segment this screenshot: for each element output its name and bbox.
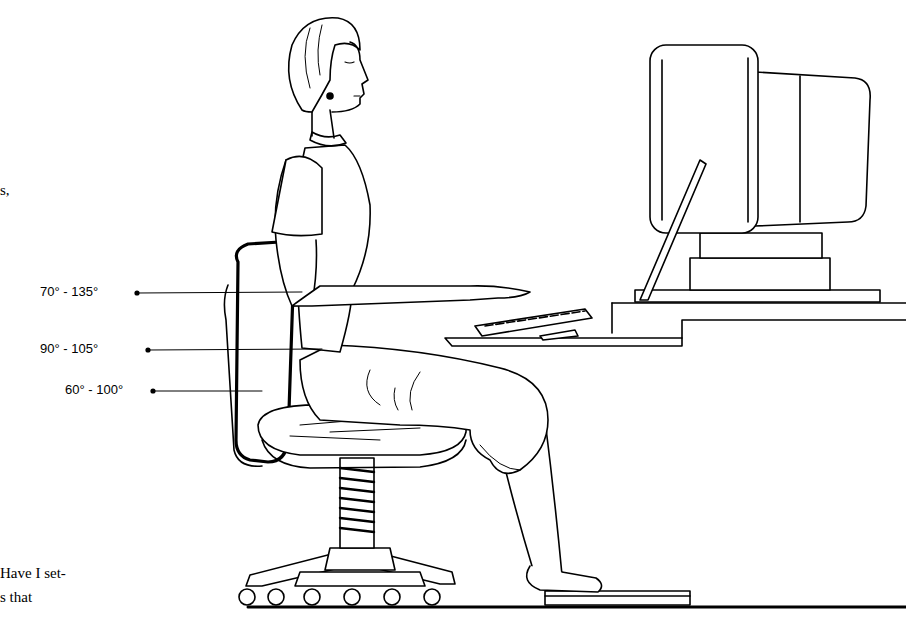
document-holder — [640, 160, 706, 300]
monitor — [635, 290, 880, 302]
woman-figure — [367, 370, 420, 410]
desk — [445, 338, 682, 346]
floor — [248, 606, 906, 609]
angle-range: 70° - 135° — [40, 285, 98, 299]
chair-column — [340, 458, 374, 548]
chair-column — [340, 458, 374, 548]
woman-figure — [300, 345, 548, 473]
leader-line — [146, 348, 150, 352]
leader-line — [148, 349, 322, 350]
angle-range: 90° - 105° — [40, 342, 98, 356]
monitor — [650, 45, 758, 233]
woman-figure — [292, 286, 530, 306]
cropped-text: s that — [0, 589, 32, 606]
chair-base — [295, 572, 425, 586]
woman-figure — [345, 62, 360, 96]
document-holder — [640, 160, 706, 300]
chair-base — [384, 589, 400, 605]
monitor — [690, 258, 830, 290]
woman-figure — [480, 445, 520, 470]
keyboard — [540, 330, 578, 340]
woman-figure — [272, 156, 322, 235]
keyboard — [485, 311, 585, 326]
footrest — [545, 591, 690, 605]
woman-figure — [272, 18, 602, 592]
chair-base — [239, 589, 255, 605]
woman-figure — [527, 566, 602, 592]
woman-figure — [327, 93, 333, 99]
keyboard — [475, 309, 592, 340]
woman-figure — [332, 42, 368, 112]
chair-base — [344, 589, 360, 605]
chair-base — [424, 589, 440, 605]
monitor — [635, 45, 880, 302]
leader-line — [135, 291, 139, 295]
footrest — [545, 595, 690, 597]
floor — [248, 606, 906, 608]
angle-range: 60° - 100° — [65, 383, 123, 397]
footrest — [545, 591, 690, 605]
monitor — [755, 72, 870, 226]
chair-base — [268, 589, 284, 605]
chair-seat — [262, 440, 466, 468]
chair-backrest — [224, 285, 262, 466]
chair-column — [340, 468, 374, 532]
desk — [611, 303, 613, 333]
leader-line — [137, 292, 302, 293]
leader-line — [153, 391, 262, 392]
woman-figure — [312, 110, 334, 138]
leader-line — [135, 291, 322, 393]
chair-base — [239, 548, 455, 605]
woman-figure — [310, 132, 346, 146]
leader-line — [151, 389, 155, 393]
woman-figure — [305, 25, 322, 88]
woman-figure — [289, 18, 360, 112]
chair-base — [304, 589, 320, 605]
monitor — [700, 233, 822, 258]
chair-base — [325, 548, 395, 570]
cropped-text: s, — [0, 182, 10, 199]
desk — [445, 303, 906, 346]
monitor — [662, 58, 800, 222]
cropped-text: Have I set- — [0, 565, 66, 582]
desk — [682, 320, 906, 338]
